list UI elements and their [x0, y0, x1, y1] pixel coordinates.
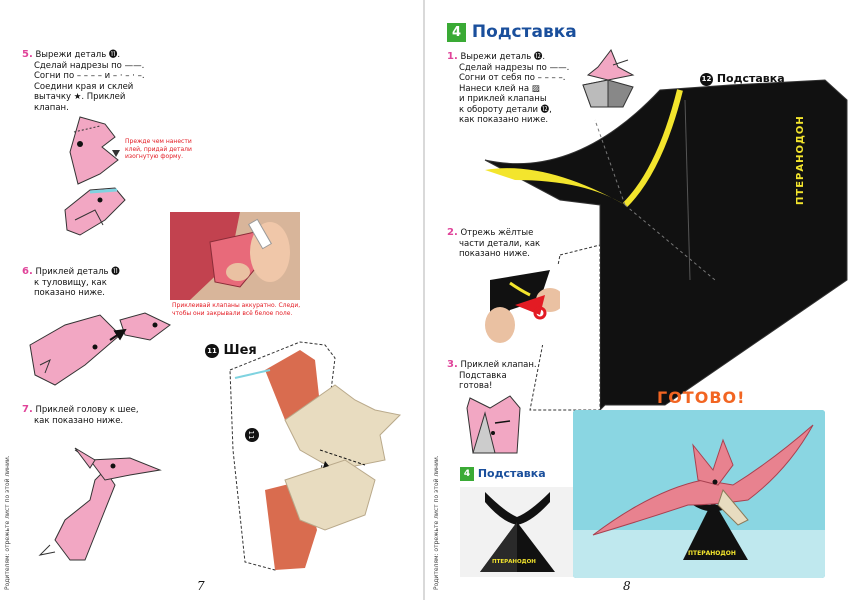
gluing-photo: [170, 212, 300, 300]
neck-part-title: Шея: [223, 343, 257, 358]
right-page: Родителям: отрежьте лист по этой линии. …: [425, 0, 850, 600]
stand-template: 12: [484, 79, 848, 412]
step-7-number: 7.: [22, 404, 33, 415]
stand-part-label: 12 Подставка: [700, 72, 785, 86]
stand-photo: ПТЕРАНОДОН: [460, 487, 575, 577]
cutting-photo: [460, 265, 560, 345]
step-5-text: 5. Вырежи деталь ⓫. Сделай надрезы по ——…: [22, 49, 145, 113]
step-1-number: 1.: [447, 51, 458, 62]
step-1-line-5: и приклей клапаны: [459, 94, 547, 104]
step-5-line-3: Согни по – – – – и – · – · –.: [34, 71, 145, 81]
neck-part-label: 11 Шея: [205, 343, 257, 358]
step-6-text: 6. Приклей деталь ⓫ к туловищу, как пока…: [22, 266, 120, 299]
step-5-line-2: Сделай надрезы по ——.: [34, 60, 145, 71]
step-1-line-6: к обороту детали ⓬,: [459, 104, 552, 115]
step-3-line-2: Подставка: [459, 370, 507, 381]
step-1-line-3: Согни от себя по – – – –.: [459, 73, 566, 83]
step-5-illustration-2: [64, 187, 126, 236]
step-7-line-1: Приклей голову к шее,: [35, 405, 139, 415]
step-2-text: 2. Отрежь жёлтые части детали, как показ…: [447, 227, 541, 260]
gluing-red-note: Приклеивай клапаны аккуратно. Следи, что…: [172, 302, 301, 317]
step-7-line-2: как показано ниже.: [34, 415, 124, 426]
stand-part-number: 12: [700, 72, 713, 86]
neck-part-template: 11: [229, 341, 402, 571]
step-6-number: 6.: [22, 266, 33, 277]
step-5-illustration: [69, 116, 120, 185]
step-3-line-1: Приклей клапан.: [460, 360, 537, 370]
step-2-line-3: показано ниже.: [459, 249, 530, 259]
small-section-badge: 4: [460, 467, 474, 481]
section-header: 4 Подставка: [447, 22, 577, 42]
small-section-title: Подставка: [477, 467, 546, 480]
step-1-text: 1. Вырежи деталь ⓬. Сделай надрезы по ——…: [447, 51, 570, 126]
step-3-number: 3.: [447, 359, 458, 370]
step-5-line-5: вытачку ★. Приклей: [34, 92, 126, 102]
svg-text:11: 11: [247, 431, 255, 440]
step-1-line-4: Нанеси клей на ▨: [459, 83, 540, 94]
step-5-line-6: клапан.: [34, 102, 69, 113]
left-page: Родителям: отрежьте лист по этой линии. …: [4, 49, 402, 593]
step-3-text: 3. Приклей клапан. Подставка готова!: [447, 359, 537, 392]
right-page-number: 8: [623, 579, 631, 593]
step-7-illustration: [38, 447, 162, 561]
stand-photo-print: ПТЕРАНОДОН: [492, 559, 536, 565]
step-5-line-4: Соедини края и склей: [34, 81, 134, 92]
step-3-line-3: готова!: [459, 381, 493, 391]
step-6-line-2: к туловищу, как: [34, 277, 107, 288]
step-1-line-7: как показано ниже.: [459, 115, 549, 125]
stand-print-text: ПТЕРАНОДОН: [795, 115, 806, 205]
folded-stand-drawing: [582, 49, 635, 108]
final-model-photo: ПТЕРАНОДОН: [573, 410, 825, 578]
step-2-number: 2.: [447, 227, 458, 238]
step-2-line-2: части детали, как: [459, 238, 541, 249]
step-6-line-3: показано ниже.: [34, 288, 105, 298]
left-page-number: 7: [197, 579, 205, 593]
small-stand-header: 4 Подставка: [460, 467, 546, 481]
step-1-line-1: Вырежи деталь ⓬.: [460, 52, 546, 62]
step-7-text: 7. Приклей голову к шее, как показано ни…: [22, 404, 139, 426]
step-3-illustration: [466, 395, 521, 454]
step-5-number: 5.: [22, 49, 33, 60]
neck-part-number: 11: [205, 343, 219, 358]
final-stand-print: ПТЕРАНОДОН: [688, 550, 736, 557]
cut-line-note: Родителям: отрежьте лист по этой линии.: [4, 455, 11, 590]
step-5-line-1: Вырежи деталь ⓫.: [35, 50, 121, 60]
cut-line-note-right: Родителям: отрежьте лист по этой линии.: [433, 455, 440, 590]
step-5-red-note: Прежде чем нанести клей, придай детали и…: [125, 138, 192, 160]
step-6-line-1: Приклей деталь ⓫: [35, 267, 120, 277]
step-1-line-2: Сделай надрезы по ——.: [459, 62, 570, 73]
step-2-line-1: Отрежь жёлтые: [460, 228, 534, 238]
section-title: Подставка: [471, 22, 577, 42]
step-6-illustration: [29, 312, 171, 386]
stand-part-title: Подставка: [716, 72, 785, 85]
section-badge: 4: [447, 22, 466, 42]
done-label: ГОТОВО!: [657, 388, 746, 407]
